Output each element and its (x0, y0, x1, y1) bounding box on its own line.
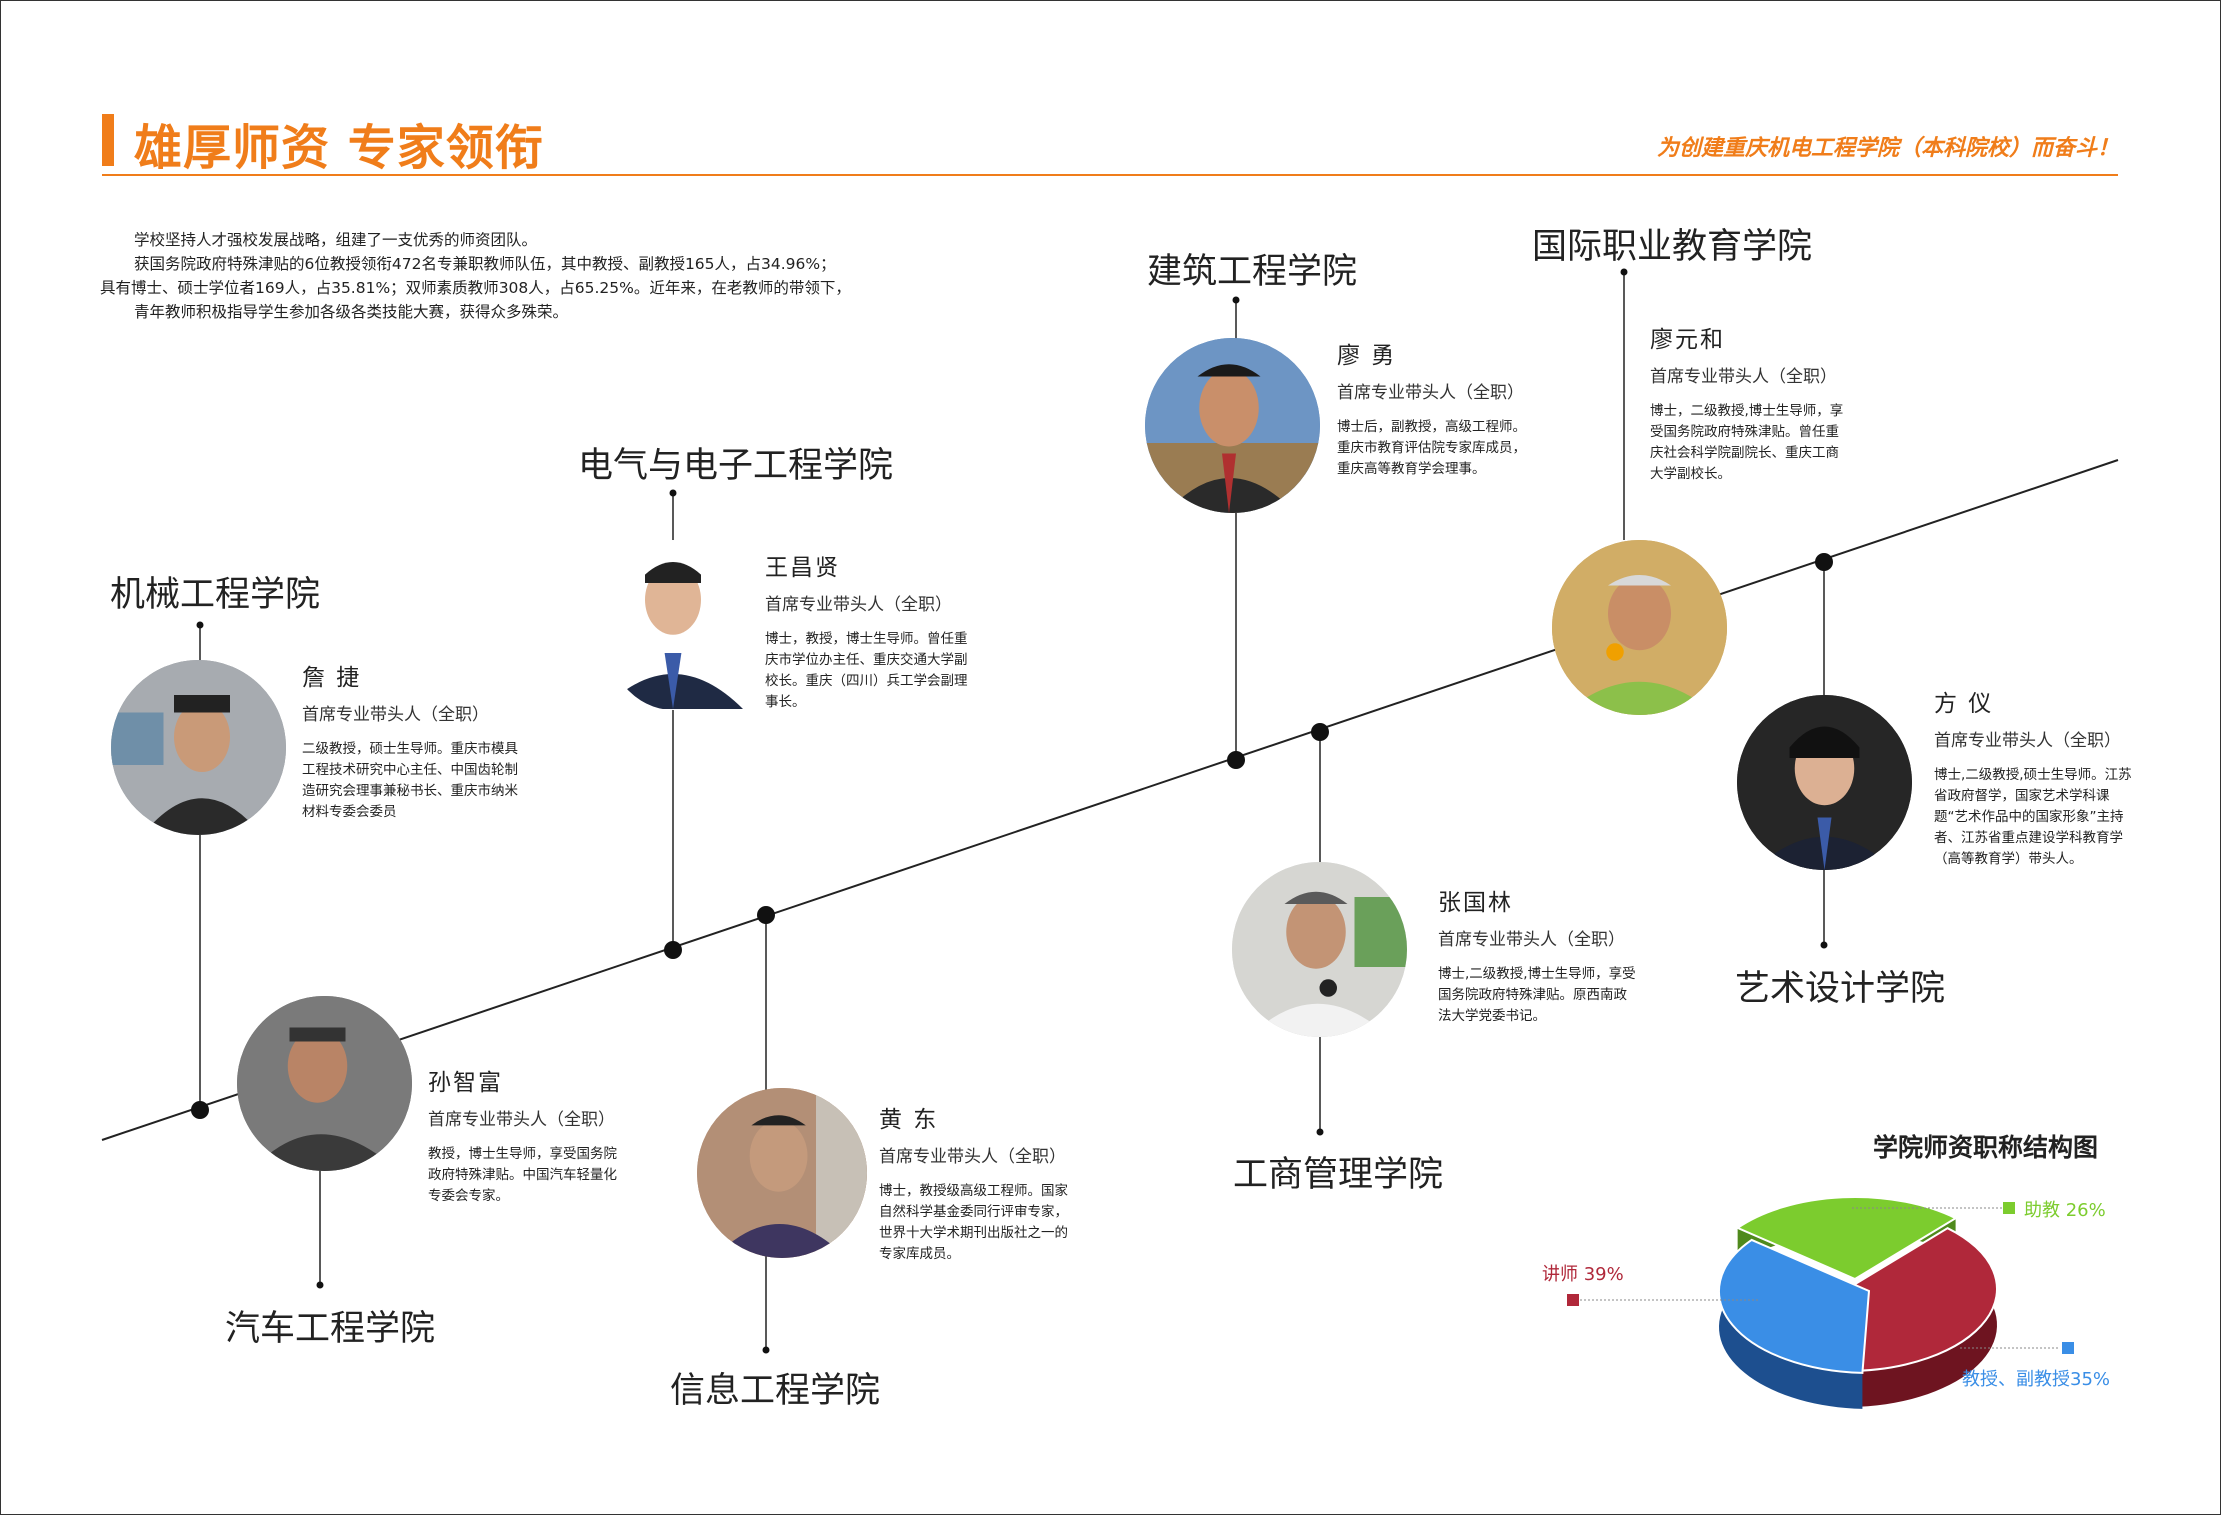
portrait-photo-p6 (1232, 862, 1407, 1037)
portrait-image (1232, 862, 1407, 1037)
timeline-axis (101, 459, 2119, 1141)
end-dot-c3 (669, 489, 677, 497)
axis-dot-c5 (1227, 751, 1245, 769)
pie-chart-title: 学院师资职称结构图 (1873, 1133, 2099, 1162)
header-divider (102, 174, 2118, 176)
college-label-architecture: 建筑工程学院 (1147, 252, 1358, 292)
pie-leader-assistant-marker (2003, 1202, 2015, 1214)
person-card-p4: 黄 东 首席专业带头人（全职） 博士，教授级高级工程师。国家自然科学基金委同行评… (879, 1100, 1079, 1265)
pie-slice-lecturer-side (1840, 1228, 1997, 1407)
axis-dot-c8 (1815, 553, 1833, 571)
pie-leader-lecturer-marker (1567, 1294, 1579, 1306)
portrait-photo-p1 (111, 660, 286, 835)
person-card-p1: 詹 捷 首席专业带头人（全职） 二级教授，硕士生导师。重庆市模具工程技术研究中心… (302, 658, 522, 823)
portrait-image (603, 541, 743, 709)
end-dot-c7 (1620, 268, 1628, 276)
person-role: 首席专业带头人（全职） (1337, 383, 1524, 403)
person-description: 博士,二级教授,博士生导师，享受国务院政府特殊津贴。原西南政法大学党委书记。 (1438, 966, 1636, 1024)
portrait-image (111, 660, 286, 835)
person-role: 首席专业带头人（全职） (1438, 930, 1625, 950)
portrait-image (1737, 695, 1912, 870)
portrait-image (237, 996, 412, 1171)
person-name: 张国林 (1438, 890, 1513, 916)
portrait-photo-p2 (237, 996, 412, 1171)
pie-label-professor: 教授、副教授35% (1962, 1369, 2111, 1390)
title-accent-bar (102, 114, 114, 166)
person-role: 首席专业带头人（全职） (302, 705, 489, 725)
portrait-photo-p3 (603, 540, 743, 710)
axis-dot-c3 (664, 941, 682, 959)
intro-text: 学校坚持人才强校发展战略，组建了一支优秀的师资团队。 获国务院政府特殊津贴的6位… (100, 228, 860, 324)
college-label-art-design: 艺术设计学院 (1735, 969, 1946, 1009)
college-label-international: 国际职业教育学院 (1532, 227, 1813, 267)
person-name: 詹 捷 (302, 665, 362, 691)
pie-label-assistant: 助教 26% (2024, 1200, 2106, 1221)
end-dot-c6 (1316, 1128, 1324, 1136)
person-name: 孙智富 (428, 1070, 503, 1096)
college-label-business: 工商管理学院 (1233, 1155, 1444, 1195)
page-title: 雄厚师资 专家领衔 (134, 120, 544, 176)
portrait-photo-p8 (1737, 695, 1912, 870)
portrait-photo-p4 (697, 1088, 867, 1258)
person-name: 廖 勇 (1337, 343, 1397, 369)
college-label-electrical: 电气与电子工程学院 (578, 446, 894, 486)
person-role: 首席专业带头人（全职） (1650, 367, 1837, 387)
person-role: 首席专业带头人（全职） (1934, 731, 2121, 751)
person-description: 博士，二级教授,博士生导师，享受国务院政府特殊津贴。曾任重庆社会科学院副院长、重… (1650, 403, 1844, 482)
portrait-image (697, 1088, 867, 1258)
college-label-automotive: 汽车工程学院 (225, 1309, 436, 1349)
pie-slice-lecturer (1839, 1227, 1998, 1372)
college-label-mechanical: 机械工程学院 (110, 575, 321, 615)
end-dot-c8 (1820, 941, 1828, 949)
pie-slice-assistant (1735, 1196, 1958, 1281)
person-description: 二级教授，硕士生导师。重庆市模具工程技术研究中心主任、中国齿轮制造研究会理事兼秘… (302, 741, 518, 820)
intro-line-1: 学校坚持人才强校发展战略，组建了一支优秀的师资团队。 (134, 231, 538, 249)
person-role: 首席专业带头人（全职） (765, 595, 952, 615)
intro-line-4: 青年教师积极指导学生参加各级各类技能大赛，获得众多殊荣。 (134, 303, 569, 321)
pie-leader-professor-marker (2062, 1342, 2074, 1354)
person-role: 首席专业带头人（全职） (879, 1147, 1066, 1167)
pie-slice-professor (1718, 1238, 1871, 1374)
axis-dot-c4 (757, 906, 775, 924)
person-card-p6: 张国林 首席专业带头人（全职） 博士,二级教授,博士生导师，享受国务院政府特殊津… (1438, 883, 1638, 1027)
person-description: 教授，博士生导师，享受国务院政府特殊津贴。中国汽车轻量化专委会专家。 (428, 1146, 617, 1204)
person-description: 博士，教授，博士生导师。曾任重庆市学位办主任、重庆交通大学副校长。重庆（四川）兵… (765, 631, 968, 710)
end-dot-c1 (196, 621, 204, 629)
college-label-information: 信息工程学院 (670, 1371, 881, 1411)
slogan: 为创建重庆机电工程学院（本科院校）而奋斗！ (1656, 135, 2119, 161)
person-description: 博士,二级教授,硕士生导师。江苏省政府督学，国家艺术学科课题“艺术作品中的国家形… (1934, 767, 2132, 867)
person-role: 首席专业带头人（全职） (428, 1110, 615, 1130)
person-card-p2: 孙智富 首席专业带头人（全职） 教授，博士生导师，享受国务院政府特殊津贴。中国汽… (428, 1063, 628, 1207)
end-dot-c5 (1232, 296, 1240, 304)
pie-slice-professor-side (1719, 1239, 1863, 1409)
person-card-p5: 廖 勇 首席专业带头人（全职） 博士后，副教授，高级工程师。重庆市教育评估院专家… (1337, 336, 1537, 480)
pie-label-lecturer: 讲师 39% (1542, 1264, 1624, 1285)
end-dot-c2 (316, 1281, 324, 1289)
intro-line-2: 获国务院政府特殊津贴的6位教授领衔472名专兼职教师队伍，其中教授、副教授165… (134, 255, 836, 273)
person-description: 博士后，副教授，高级工程师。重庆市教育评估院专家库成员，重庆高等教育学会理事。 (1337, 419, 1526, 477)
person-name: 方 仪 (1934, 691, 1994, 717)
person-name: 黄 东 (879, 1107, 939, 1133)
axis-dot-c6 (1311, 723, 1329, 741)
axis-dot-c1 (191, 1101, 209, 1119)
person-name: 廖元和 (1650, 327, 1725, 353)
end-dot-c4 (762, 1346, 770, 1354)
person-card-p3: 王昌贤 首席专业带头人（全职） 博士，教授，博士生导师。曾任重庆市学位办主任、重… (765, 548, 975, 713)
person-card-p7: 廖元和 首席专业带头人（全职） 博士，二级教授,博士生导师，享受国务院政府特殊津… (1650, 320, 1850, 485)
person-card-p8: 方 仪 首席专业带头人（全职） 博士,二级教授,硕士生导师。江苏省政府督学，国家… (1934, 684, 2134, 870)
intro-line-3: 具有博士、硕士学位者169人，占35.81%；双师素质教师308人，占65.25… (100, 279, 851, 297)
person-name: 王昌贤 (765, 555, 840, 581)
person-description: 博士，教授级高级工程师。国家自然科学基金委同行评审专家，世界十大学术期刊出版社之… (879, 1183, 1068, 1262)
